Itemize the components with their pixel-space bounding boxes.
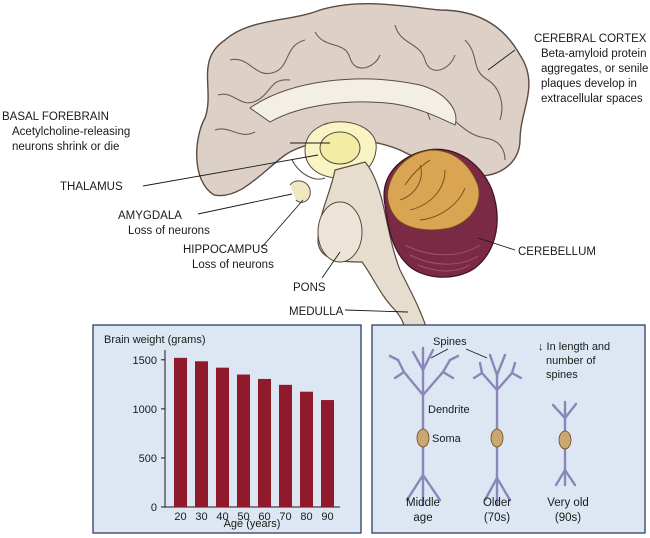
basal-forebrain-line-1: Acetylcholine-releasing — [12, 126, 130, 138]
cerebellum-title: CEREBELLUM — [518, 246, 596, 258]
x-tick-label: 20 — [174, 511, 186, 523]
caption-very-old-2: (90s) — [555, 512, 581, 524]
bar-age-50 — [236, 374, 251, 507]
y-tick-label: 500 — [139, 453, 157, 465]
chart-title: Brain weight (grams) — [104, 334, 205, 346]
spines-leader-2 — [465, 348, 488, 359]
x-tick-label: 70 — [279, 511, 291, 523]
bar-age-30 — [194, 361, 209, 507]
x-tick-label: 80 — [300, 511, 312, 523]
x-tick-label: 90 — [321, 511, 333, 523]
y-tick-label: 1000 — [133, 404, 157, 416]
neuron-very-old — [551, 400, 578, 487]
cortex-line-4: extracellular spaces — [541, 93, 643, 105]
y-tick-label: 0 — [151, 502, 157, 514]
medulla-title: MEDULLA — [289, 306, 344, 318]
bar-age-80 — [299, 391, 314, 507]
pons-shape — [317, 201, 363, 263]
brain-illustration — [196, 2, 530, 334]
spines-label: Spines — [433, 336, 467, 348]
cerebellum-folia — [404, 244, 481, 272]
hippocampus-title: HIPPOCAMPUS — [183, 244, 268, 256]
bar-age-70 — [278, 384, 293, 507]
x-tick-label: 50 — [237, 511, 249, 523]
amygdala-title: AMYGDALA — [118, 210, 182, 222]
note-line-2: number of — [546, 355, 596, 367]
soma-older — [490, 428, 504, 448]
soma-label: Soma — [432, 433, 462, 445]
bars — [173, 357, 335, 507]
caption-middle-age-1: Middle — [406, 497, 440, 509]
brain-weight-panel: Brain weight (grams) 0 500 1000 1500 20 30 40… — [92, 324, 362, 534]
note-line-1: ↓ In length and — [538, 341, 610, 353]
amygdala-line-1: Loss of neurons — [128, 225, 210, 237]
pons-title: PONS — [293, 282, 326, 294]
thalamus-shape — [319, 131, 361, 165]
bar-age-90 — [320, 400, 335, 507]
caption-older-1: Older — [483, 497, 511, 509]
y-ticks: 0 500 1000 1500 — [133, 355, 165, 514]
cortex-line-3: plaques develop in — [541, 78, 637, 90]
x-axis-label: Age (years) — [224, 518, 281, 530]
annotations: CEREBRAL CORTEX Beta-amyloid protein agg… — [2, 33, 648, 318]
spines-leader-1 — [430, 348, 449, 359]
soma-very-old — [558, 430, 572, 450]
corpus-callosum — [249, 78, 457, 126]
thalamus-leader — [142, 154, 319, 187]
hippocampus-line-1: Loss of neurons — [192, 259, 274, 271]
thalamus-title: THALAMUS — [60, 181, 123, 193]
cortex-title: CEREBRAL CORTEX — [534, 33, 647, 45]
bar-age-60 — [257, 378, 272, 507]
soma-middle-age — [416, 428, 430, 448]
basal-forebrain-line-2: neurons shrink or die — [12, 141, 119, 153]
note-line-3: spines — [546, 369, 578, 381]
caption-older-2: (70s) — [484, 512, 510, 524]
x-tick-label: 60 — [258, 511, 270, 523]
neuron-panel: Spines Dendrite Soma ↓ In length and num… — [371, 324, 646, 534]
hippocampus-leader — [261, 199, 304, 248]
arbor-lines — [399, 159, 466, 221]
caption-middle-age-2: age — [413, 512, 432, 524]
caption-very-old-1: Very old — [547, 497, 589, 509]
medulla-leader — [344, 309, 409, 313]
bar-age-40 — [215, 367, 230, 507]
cortex-line-1: Beta-amyloid protein — [541, 48, 646, 60]
dendrite-label: Dendrite — [428, 404, 470, 416]
bar-age-20 — [173, 357, 188, 507]
basal-forebrain-title: BASAL FOREBRAIN — [2, 111, 109, 123]
x-ticks: 20 30 40 50 60 70 80 90 — [174, 511, 333, 523]
x-tick-label: 40 — [216, 511, 228, 523]
cortex-line-2: aggregates, or senile — [541, 63, 648, 75]
hippocampus-shape — [289, 180, 311, 203]
pons-leader — [321, 251, 341, 279]
amygdala-leader — [197, 193, 293, 215]
y-tick-label: 1500 — [133, 355, 157, 367]
fornix — [291, 159, 326, 180]
cerebellum-leader — [477, 237, 516, 251]
x-tick-label: 30 — [195, 511, 207, 523]
cortex-leader — [487, 49, 516, 71]
